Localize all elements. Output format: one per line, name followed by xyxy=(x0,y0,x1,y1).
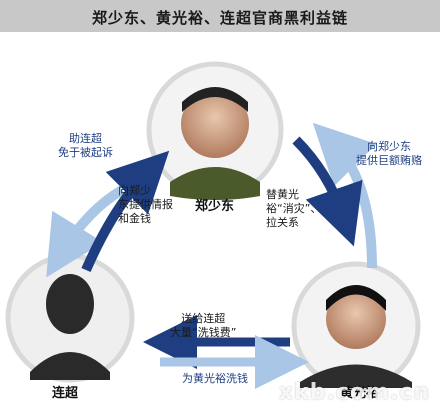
top-uniform-shape xyxy=(170,167,260,200)
bottom-bottom-label: 为黄光裕洗钱 xyxy=(182,372,248,385)
title-bar xyxy=(0,0,440,32)
name-huang: 黄光裕 xyxy=(340,386,380,401)
name-zheng: 郑少东 xyxy=(195,199,235,214)
silhouette-head xyxy=(46,274,94,334)
left-outer-label: 助连超 免于被起诉 xyxy=(58,132,113,159)
right-outer-label: 向郑少东 提供巨额贿赂 xyxy=(356,140,422,167)
bottom-top-label: 送给连超 大量“洗钱费” xyxy=(170,312,237,339)
right-hair-shape xyxy=(326,285,386,311)
right-suit-shape xyxy=(300,364,412,388)
right-inner-label: 替黄光 裕“消灾”、 拉关系 xyxy=(266,188,322,229)
left-inner-label: 向郑少 东提供情报 和金钱 xyxy=(118,184,173,225)
right-face-shape xyxy=(326,289,386,349)
diagram: 郑少东 连超 黄光裕 助连超 免于被起诉 向郑少 东提供情报 和金钱 向郑少东 … xyxy=(0,32,440,411)
name-lian: 连超 xyxy=(52,386,79,401)
right-inner-arrow xyxy=(292,136,363,247)
left-inner-arrow xyxy=(81,150,170,273)
diagram-graphics xyxy=(5,61,421,391)
page-title: 郑少东、黄光裕、连超官商黑利益链 xyxy=(91,9,348,27)
site-watermark: xkb.com.cn xyxy=(278,380,430,405)
right-outer-arrow xyxy=(312,122,377,269)
top-hair-shape xyxy=(182,87,248,112)
silhouette-body xyxy=(30,352,110,380)
top-face-shape xyxy=(181,90,249,158)
